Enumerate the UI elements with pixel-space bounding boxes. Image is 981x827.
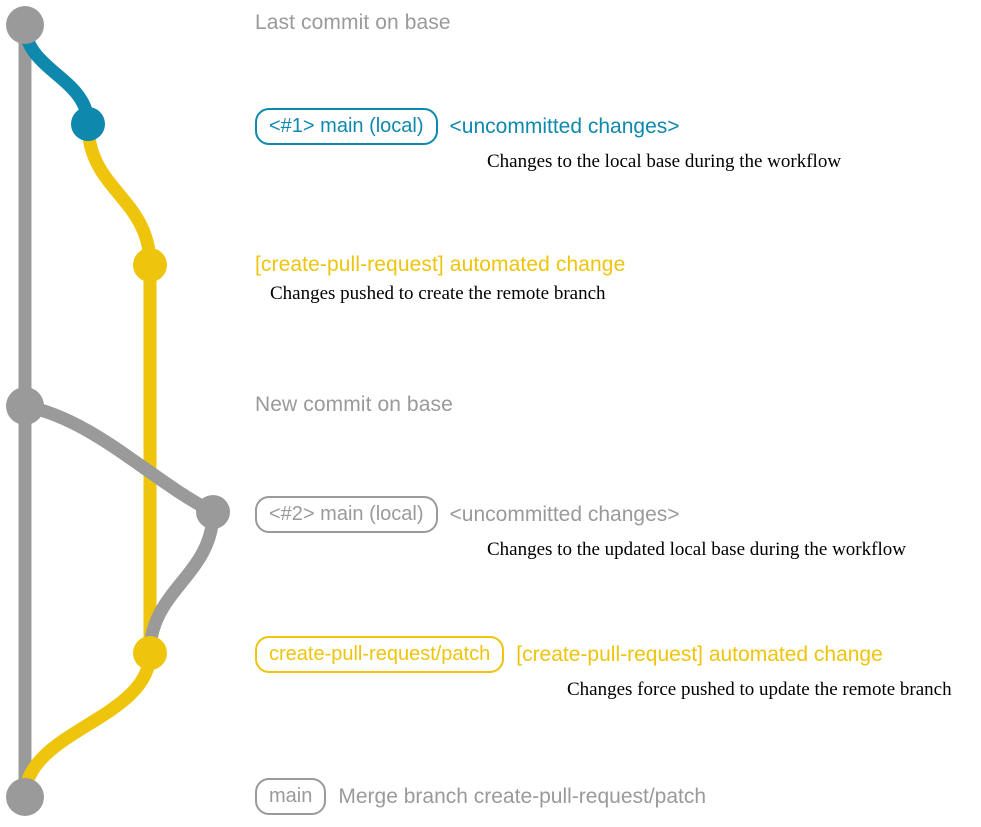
commit-subject: <uncommitted changes> <box>449 115 680 138</box>
commit-row-local-uncommitted-1: <#1> main (local) <uncommitted changes> … <box>255 108 981 173</box>
node-automated-change-1[interactable] <box>133 248 167 282</box>
commit-subject: [create-pull-request] automated change <box>516 643 883 666</box>
branch-badge-main-local-1[interactable]: <#1> main (local) <box>255 108 438 145</box>
commit-headline: main Merge branch create-pull-request/pa… <box>255 778 981 815</box>
branch-badge-create-pull-request-patch[interactable]: create-pull-request/patch <box>255 636 505 673</box>
branch-badge-main[interactable]: main <box>255 778 327 815</box>
commit-row-last-commit-on-base: Last commit on base <box>255 10 981 35</box>
edge-base-to-local-2 <box>18 399 220 519</box>
node-last-commit-on-base[interactable] <box>6 6 44 44</box>
commit-description: Changes to the updated local base during… <box>487 539 906 560</box>
commit-subject: Merge branch create-pull-request/patch <box>338 785 707 808</box>
commit-headline: [create-pull-request] automated change <box>255 252 981 277</box>
commit-headline: <#1> main (local) <uncommitted changes> <box>255 108 981 145</box>
node-local-uncommitted-1[interactable] <box>71 107 105 141</box>
node-automated-change-2[interactable] <box>133 636 167 670</box>
commit-description: Changes force pushed to update the remot… <box>567 679 952 700</box>
edge-local-1-to-patch-1 <box>81 117 157 272</box>
commit-description: Changes pushed to create the remote bran… <box>270 283 606 304</box>
commit-subject: [create-pull-request] automated change <box>255 253 626 276</box>
commit-headline: <#2> main (local) <uncommitted changes> <box>255 496 981 533</box>
commit-row-automated-change-1: [create-pull-request] automated change C… <box>255 252 981 305</box>
edge-patch-2-to-merge <box>18 646 157 804</box>
node-new-commit-on-base[interactable] <box>6 387 44 425</box>
commit-subject: <uncommitted changes> <box>449 503 680 526</box>
commit-headline: create-pull-request/patch [create-pull-r… <box>255 636 981 673</box>
commit-row-merge-main: main Merge branch create-pull-request/pa… <box>255 778 981 815</box>
commit-row-new-commit-on-base: New commit on base <box>255 392 981 417</box>
node-merge-main[interactable] <box>6 778 44 816</box>
commit-headline: Last commit on base <box>255 10 981 35</box>
branch-badge-main-local-2[interactable]: <#2> main (local) <box>255 496 438 533</box>
commit-row-local-uncommitted-2: <#2> main (local) <uncommitted changes> … <box>255 496 981 561</box>
commit-row-automated-change-2: create-pull-request/patch [create-pull-r… <box>255 636 981 701</box>
edge-local-2-to-patch-2 <box>143 505 220 660</box>
commit-description: Changes to the local base during the wor… <box>487 151 842 172</box>
node-local-uncommitted-2[interactable] <box>196 495 230 529</box>
commit-headline: New commit on base <box>255 392 981 417</box>
commit-subject: New commit on base <box>255 393 453 416</box>
commit-subject: Last commit on base <box>255 11 451 34</box>
